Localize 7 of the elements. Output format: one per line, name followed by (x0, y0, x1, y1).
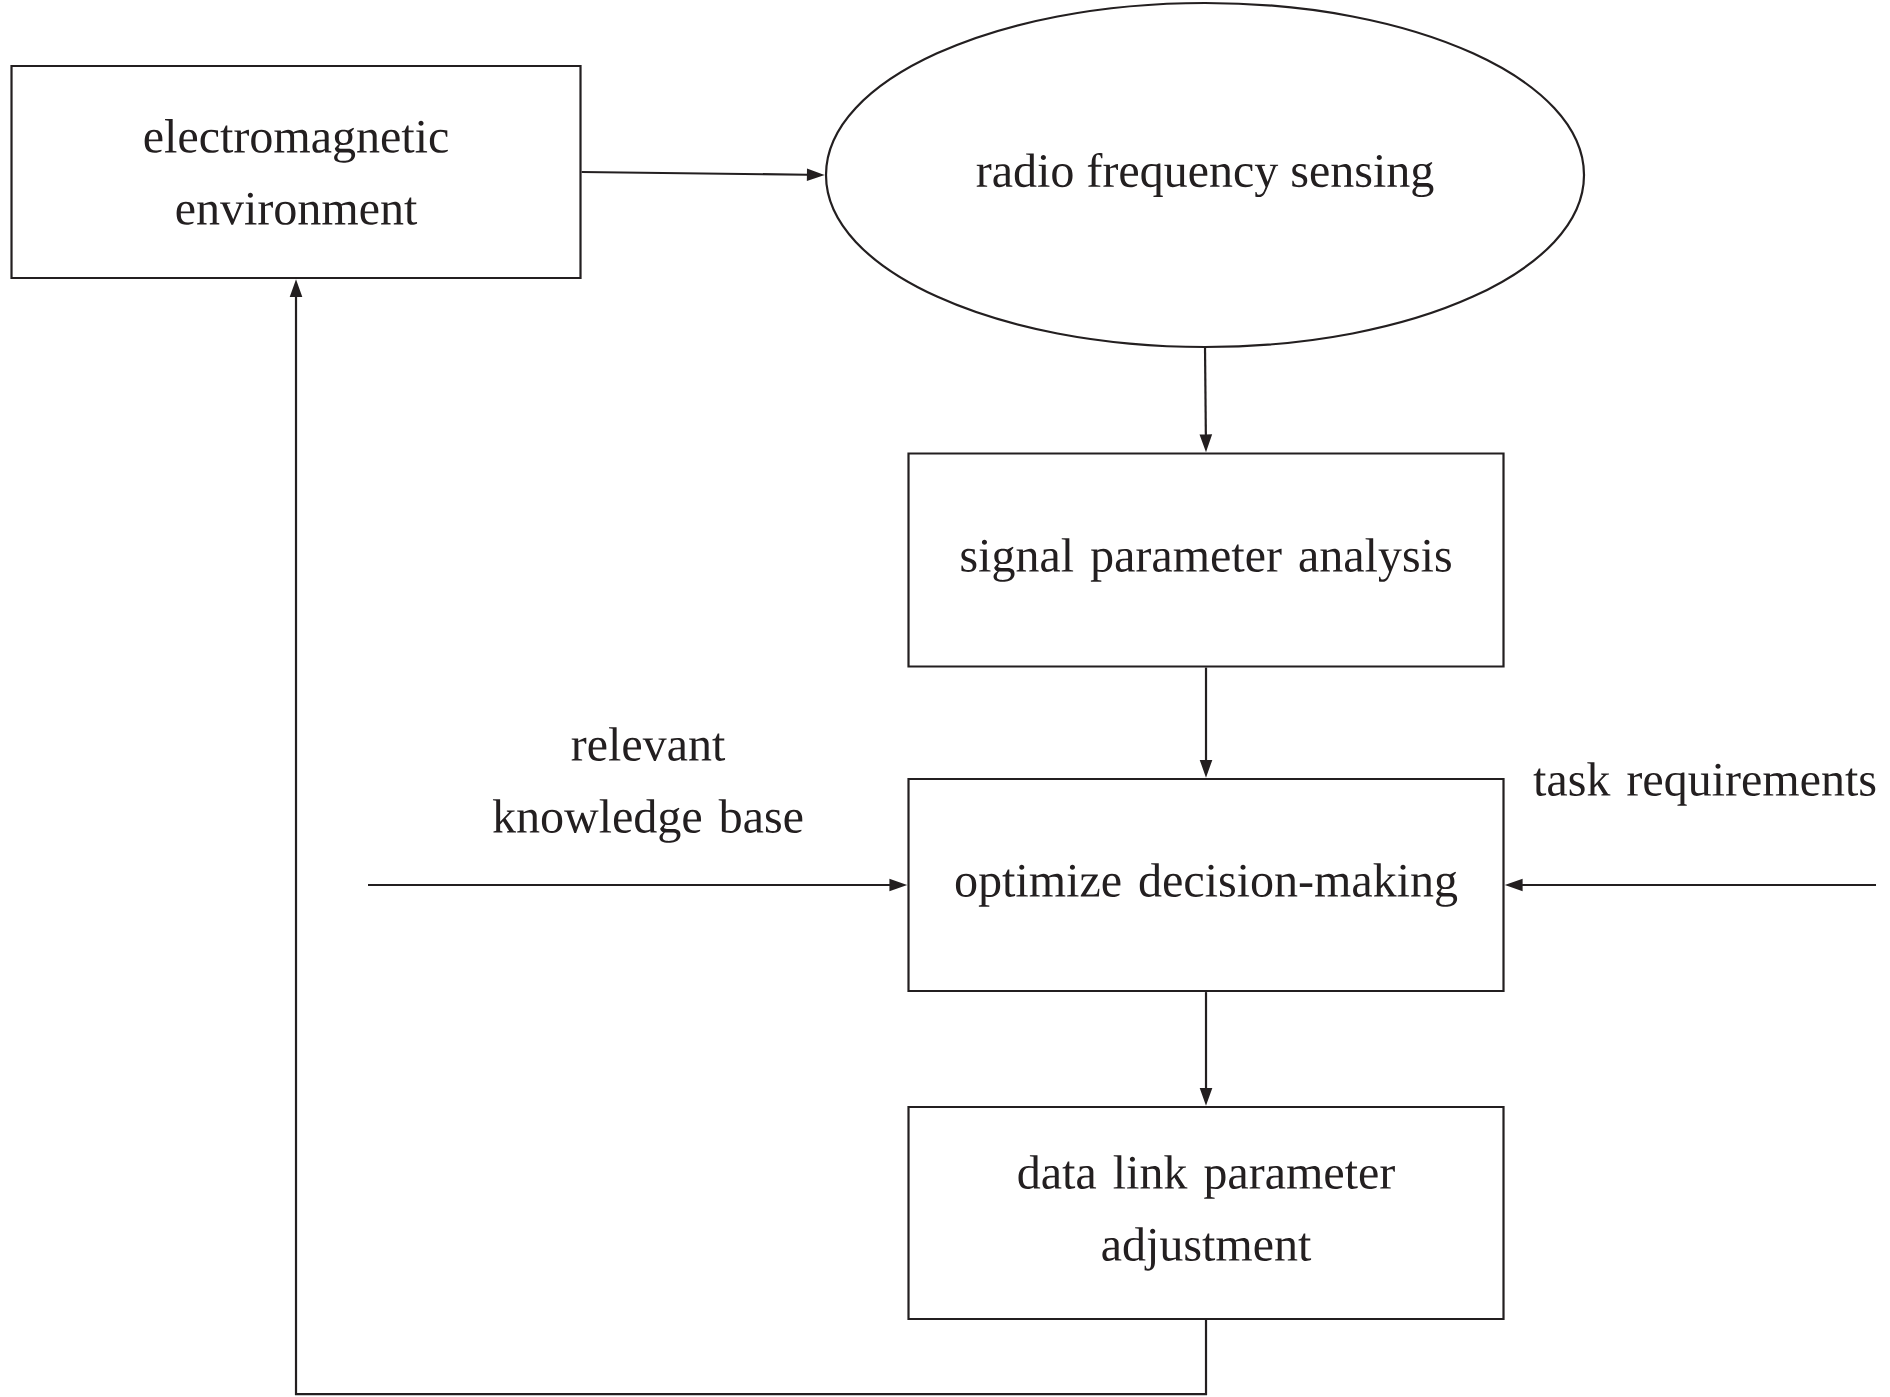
edge-label: task requirements (1533, 762, 1876, 806)
process-box: optimize decision-making (907, 777, 1505, 993)
edge-label: relevant knowledge base (492, 727, 803, 843)
process-box: data link parameter adjustment (907, 1105, 1505, 1321)
ellipse-node: radio frequency sensing (824, 1, 1586, 349)
process-box: electromagnetic environment (10, 64, 582, 280)
process-box: signal parameter analysis (907, 452, 1505, 668)
